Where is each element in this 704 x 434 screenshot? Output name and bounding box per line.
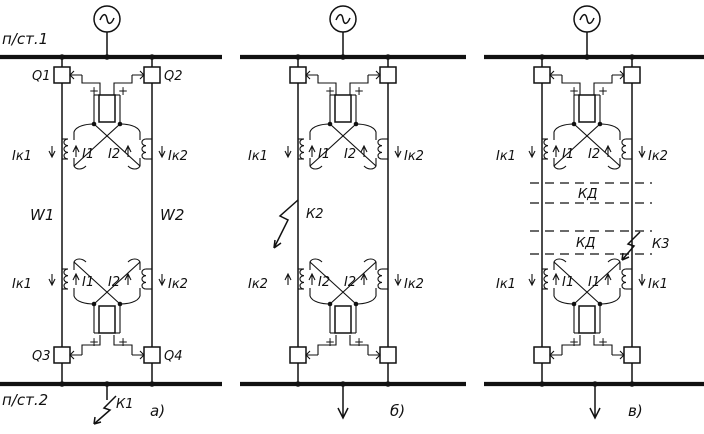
current-ik1-label: Iк1 [12, 277, 32, 292]
current-i2-label: I2 [108, 147, 120, 162]
breaker-q3-label: Q3 [32, 349, 51, 364]
current-ik1-label: Iк1 [648, 277, 668, 292]
fault-k2-label: К2 [306, 207, 324, 222]
current-ik2-label: Iк2 [404, 149, 424, 164]
current-ik2-label: Iк2 [168, 277, 188, 292]
panel-a-label: а) [150, 402, 165, 420]
current-i1-label: I1 [82, 147, 94, 162]
current-i1-label: I1 [588, 275, 600, 290]
polarity-plus: + [569, 84, 579, 98]
current-i1-label: I1 [562, 275, 574, 290]
polarity-plus: + [118, 335, 128, 349]
current-i2-label: I2 [588, 147, 600, 162]
polarity-plus: + [598, 84, 608, 98]
line-w1-label: W1 [30, 206, 54, 224]
current-ik2-label: Iк2 [648, 149, 668, 164]
line-w2-label: W2 [160, 206, 184, 224]
current-ik2-label: Iк2 [404, 277, 424, 292]
current-i1-label: I1 [562, 147, 574, 162]
current-ik1-label: Iк1 [248, 149, 268, 164]
current-ik1-label: Iк1 [496, 277, 516, 292]
bottom-bus-label: п/ст.2 [2, 391, 48, 409]
current-i2-label: I2 [108, 275, 120, 290]
fault-k2-bolt [273, 199, 299, 249]
polarity-plus: + [89, 84, 99, 98]
panel-a-frame [54, 6, 160, 387]
current-i1-label: I1 [318, 147, 330, 162]
breaker-q1-label: Q1 [32, 69, 51, 84]
current-i2-label: I2 [344, 147, 356, 162]
top-bus-label: п/ст.1 [2, 30, 48, 48]
breaker-q4-label: Q4 [164, 349, 183, 364]
current-ik1-label: Iк1 [496, 149, 516, 164]
panel-v-label: в) [628, 402, 643, 420]
current-i1-label: I1 [82, 275, 94, 290]
current-ik2-label: Iк2 [168, 149, 188, 164]
breaker-q2-label: Q2 [164, 69, 183, 84]
polarity-plus: + [354, 335, 364, 349]
fault-k3-bolt [621, 231, 641, 261]
fault-k3-label: К3 [652, 237, 670, 252]
zone-kd-label: КД [578, 187, 597, 202]
polarity-plus: + [569, 335, 579, 349]
polarity-plus: + [89, 335, 99, 349]
polarity-plus: + [598, 335, 608, 349]
polarity-plus: + [118, 84, 128, 98]
panel-b-frame [290, 6, 396, 387]
polarity-plus: + [325, 335, 335, 349]
current-ik1-label: Iк1 [12, 149, 32, 164]
zone-kd-label: КД [576, 236, 595, 251]
panel-b-label: б) [390, 402, 405, 420]
current-i2-label: I2 [344, 275, 356, 290]
fault-k1-label: К1 [116, 397, 134, 412]
current-i2-label: I2 [318, 275, 330, 290]
current-ik2-label: Iк2 [248, 277, 268, 292]
polarity-plus: + [325, 84, 335, 98]
polarity-plus: + [354, 84, 364, 98]
